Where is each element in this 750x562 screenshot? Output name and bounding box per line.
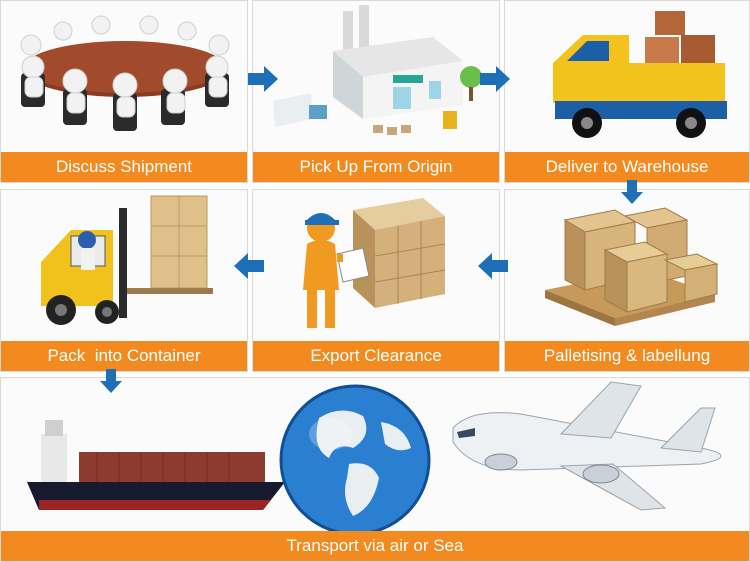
arrow-down-icon: [621, 180, 643, 204]
delivery-truck-icon: [553, 11, 727, 138]
step-label: Discuss Shipment: [1, 152, 247, 182]
globe-icon: [279, 384, 431, 532]
step-label: Export Clearance: [253, 341, 499, 371]
step-label: Pack into Container: [1, 341, 247, 371]
forklift-icon: [41, 195, 213, 325]
airplane-icon: [452, 381, 722, 511]
step-export-clearance: Export Clearance: [252, 189, 500, 372]
arrow-right-icon: [480, 66, 510, 92]
step-deliver-to-warehouse: Deliver to Warehouse: [504, 0, 750, 183]
step-label: Pick Up From Origin: [253, 152, 499, 182]
step-discuss-shipment: Discuss Shipment: [0, 0, 248, 183]
step-transport-air-sea: Transport via air or Sea: [0, 377, 750, 562]
meeting-table-icon: [20, 15, 230, 131]
step-pack-into-container: Pack into Container: [0, 189, 248, 372]
inspector-clipboard-icon: [303, 198, 446, 328]
step-pick-up-from-origin: Pick Up From Origin: [252, 0, 500, 183]
pallet-boxes-icon: [545, 207, 719, 326]
step-palletising-labelling: Palletising & labellung: [504, 189, 750, 372]
factory-icon: [273, 5, 482, 135]
step-label: Palletising & labellung: [505, 341, 749, 371]
step-label: Deliver to Warehouse: [505, 152, 749, 182]
cargo-ship-icon: [27, 420, 285, 510]
arrow-left-icon: [234, 253, 264, 279]
arrow-right-icon: [248, 66, 278, 92]
step-label: Transport via air or Sea: [1, 531, 749, 561]
arrow-left-icon: [478, 253, 508, 279]
ship-globe-plane-icon: [27, 381, 722, 532]
arrow-down-icon: [100, 369, 122, 393]
